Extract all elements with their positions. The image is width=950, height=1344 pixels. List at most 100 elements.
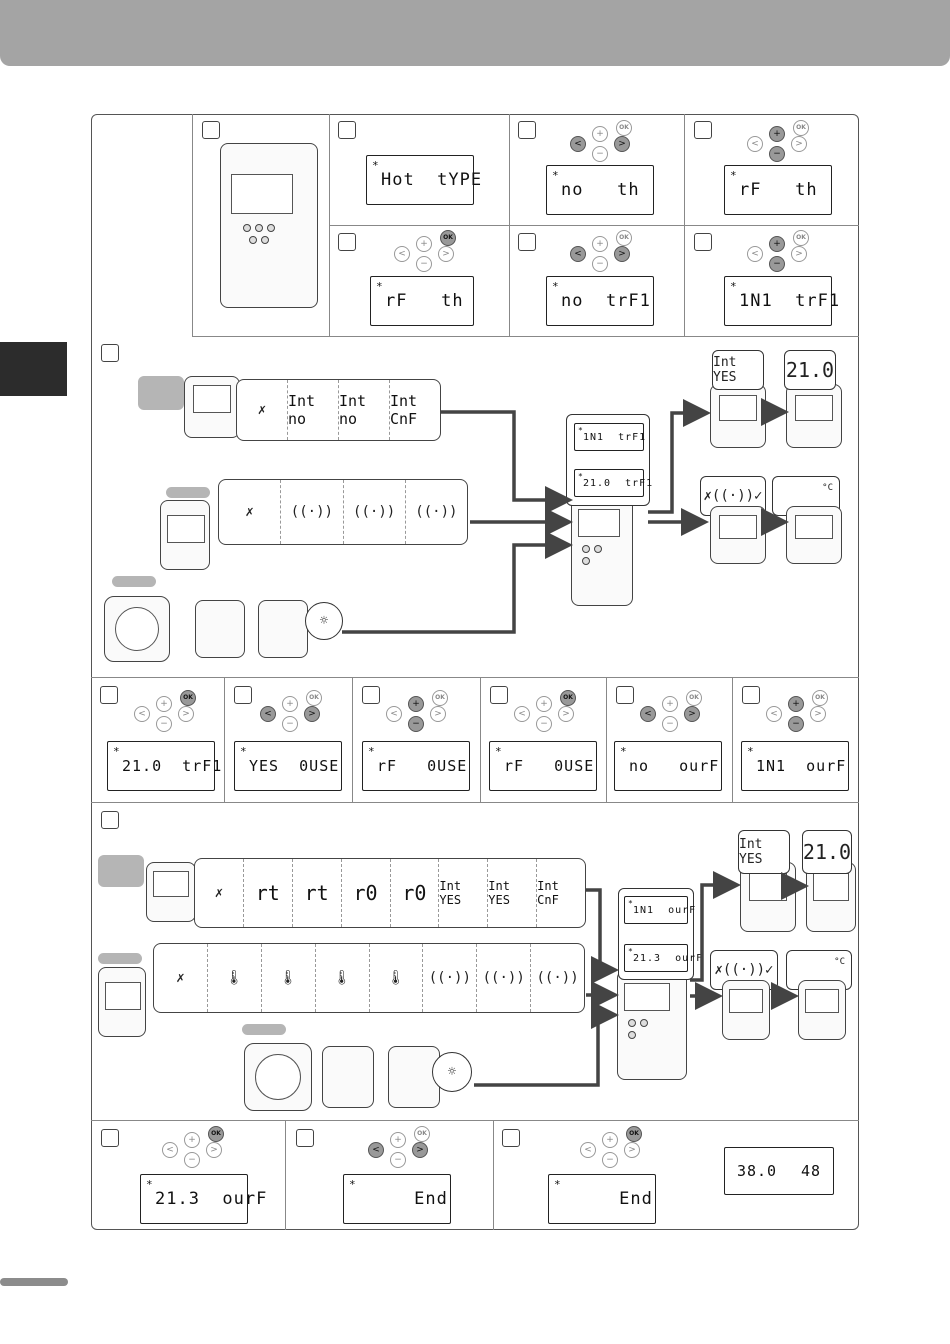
minus-button[interactable]: − bbox=[536, 716, 552, 732]
plus-button[interactable]: + bbox=[184, 1132, 200, 1148]
step-number bbox=[338, 121, 356, 139]
right-button[interactable]: > bbox=[412, 1142, 428, 1158]
ok-button[interactable]: OK bbox=[432, 690, 448, 706]
thermostat-device bbox=[786, 506, 842, 564]
strip-segment: r0 bbox=[391, 859, 440, 927]
left-button[interactable]: < bbox=[570, 136, 586, 152]
ok-button[interactable]: OK bbox=[686, 690, 702, 706]
plus-button[interactable]: + bbox=[592, 126, 608, 142]
minus-button[interactable]: − bbox=[788, 716, 804, 732]
left-button[interactable]: < bbox=[747, 246, 763, 262]
right-button[interactable]: > bbox=[614, 136, 630, 152]
step-panel bbox=[685, 226, 859, 337]
minus-button[interactable]: − bbox=[769, 256, 785, 272]
controller-device bbox=[617, 970, 687, 1080]
strip-segment: Int no bbox=[288, 380, 339, 440]
plus-button[interactable]: + bbox=[769, 126, 785, 142]
left-button[interactable]: < bbox=[260, 706, 276, 722]
step-number bbox=[202, 121, 220, 139]
step-panel bbox=[685, 114, 859, 226]
minus-button[interactable]: − bbox=[282, 716, 298, 732]
minus-button[interactable]: − bbox=[408, 716, 424, 732]
right-button[interactable]: > bbox=[438, 246, 454, 262]
strip-segment: ((·)) bbox=[281, 480, 344, 544]
right-button[interactable]: > bbox=[206, 1142, 222, 1158]
right-button[interactable]: > bbox=[791, 136, 807, 152]
right-button[interactable]: > bbox=[430, 706, 446, 722]
left-button[interactable]: < bbox=[580, 1142, 596, 1158]
right-button[interactable]: > bbox=[178, 706, 194, 722]
left-button[interactable]: < bbox=[640, 706, 656, 722]
left-button[interactable]: < bbox=[747, 136, 763, 152]
ok-button[interactable]: OK bbox=[180, 690, 196, 706]
lcd-display: *no trF1 bbox=[546, 276, 654, 326]
star-icon: * bbox=[376, 280, 384, 293]
plus-button[interactable]: + bbox=[592, 236, 608, 252]
tools-icon: ✗ bbox=[214, 885, 224, 901]
minus-button[interactable]: − bbox=[592, 146, 608, 162]
step-panel bbox=[733, 678, 859, 803]
plus-button[interactable]: + bbox=[602, 1132, 618, 1148]
button-pad: OK + < > − bbox=[568, 120, 632, 164]
step-number bbox=[101, 811, 119, 829]
thermostat-backplate bbox=[195, 600, 245, 658]
minus-button[interactable]: − bbox=[156, 716, 172, 732]
ok-button[interactable]: OK bbox=[616, 230, 632, 246]
left-button[interactable]: < bbox=[394, 246, 410, 262]
ok-button[interactable]: OK bbox=[440, 230, 456, 246]
right-button[interactable]: > bbox=[614, 246, 630, 262]
left-button[interactable]: < bbox=[134, 706, 150, 722]
right-button[interactable]: > bbox=[304, 706, 320, 722]
minus-button[interactable]: − bbox=[390, 1152, 406, 1168]
ok-button[interactable]: OK bbox=[208, 1126, 224, 1142]
antenna-icon: ((·)) bbox=[353, 504, 396, 520]
plus-button[interactable]: + bbox=[390, 1132, 406, 1148]
step-number bbox=[694, 121, 712, 139]
right-button[interactable]: > bbox=[558, 706, 574, 722]
controller-device bbox=[571, 496, 633, 606]
ok-button[interactable]: OK bbox=[306, 690, 322, 706]
ok-button[interactable]: OK bbox=[560, 690, 576, 706]
minus-button[interactable]: − bbox=[592, 256, 608, 272]
step-number bbox=[518, 121, 536, 139]
plus-button[interactable]: + bbox=[788, 696, 804, 712]
right-button[interactable]: > bbox=[684, 706, 700, 722]
ok-button[interactable]: OK bbox=[626, 1126, 642, 1142]
star-icon: * bbox=[368, 745, 376, 758]
plus-button[interactable]: + bbox=[156, 696, 172, 712]
ok-button[interactable]: OK bbox=[616, 120, 632, 136]
minus-button[interactable]: − bbox=[416, 256, 432, 272]
ok-button[interactable]: OK bbox=[414, 1126, 430, 1142]
plus-button[interactable]: + bbox=[769, 236, 785, 252]
strip-segment: ((·)) bbox=[406, 480, 467, 544]
controller-device bbox=[220, 143, 318, 308]
minus-button[interactable]: − bbox=[184, 1152, 200, 1168]
plus-button[interactable]: + bbox=[282, 696, 298, 712]
minus-button[interactable]: − bbox=[769, 146, 785, 162]
button-pad: OK + < > − bbox=[578, 1126, 642, 1170]
tools-icon: ✗ bbox=[176, 970, 185, 986]
ok-button[interactable]: OK bbox=[793, 230, 809, 246]
plus-button[interactable]: + bbox=[408, 696, 424, 712]
right-button[interactable]: > bbox=[624, 1142, 640, 1158]
plus-button[interactable]: + bbox=[662, 696, 678, 712]
minus-button[interactable]: − bbox=[602, 1152, 618, 1168]
plus-button[interactable]: + bbox=[416, 236, 432, 252]
left-button[interactable]: < bbox=[162, 1142, 178, 1158]
display-strip: ✗ Int no Int no Int CnF bbox=[236, 379, 441, 441]
tools-segment: ✗ bbox=[219, 480, 282, 544]
plus-button[interactable]: + bbox=[536, 696, 552, 712]
left-button[interactable]: < bbox=[368, 1142, 384, 1158]
left-button[interactable]: < bbox=[570, 246, 586, 262]
ok-button[interactable]: OK bbox=[812, 690, 828, 706]
right-button[interactable]: > bbox=[810, 706, 826, 722]
flow-arrow bbox=[474, 1001, 619, 1087]
lcd-display: *rF th bbox=[370, 276, 474, 326]
thermometer-icon: 🌡 bbox=[279, 970, 298, 986]
left-button[interactable]: < bbox=[386, 706, 402, 722]
right-button[interactable]: > bbox=[791, 246, 807, 262]
left-button[interactable]: < bbox=[766, 706, 782, 722]
ok-button[interactable]: OK bbox=[793, 120, 809, 136]
left-button[interactable]: < bbox=[514, 706, 530, 722]
minus-button[interactable]: − bbox=[662, 716, 678, 732]
